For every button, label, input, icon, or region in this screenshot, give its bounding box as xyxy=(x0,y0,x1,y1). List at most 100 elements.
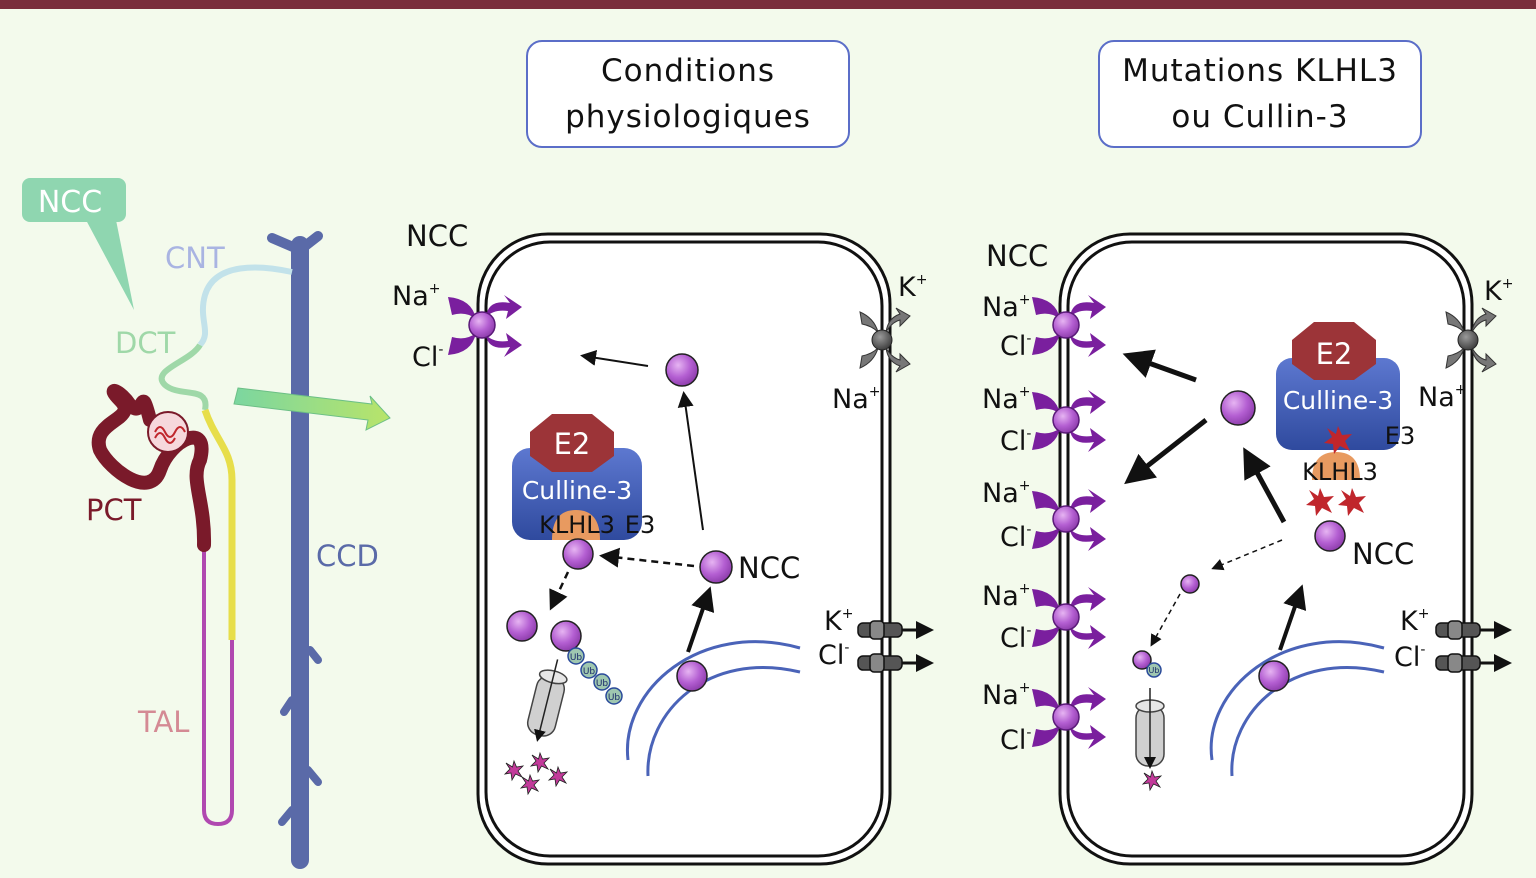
kcc-k-right xyxy=(1436,621,1506,639)
kcc-cl-left xyxy=(858,654,928,672)
klhl3-label-right: KLHL3 xyxy=(1302,458,1378,486)
klhl3-adaptor-right xyxy=(1312,452,1360,480)
ncc-label-right: NCC xyxy=(1352,537,1414,571)
culline3-box-right xyxy=(1276,358,1400,450)
e2-hexagon-left xyxy=(530,414,614,472)
arrow-to-membrane-left xyxy=(580,349,649,367)
ubiquitin-tag-right xyxy=(1146,662,1162,678)
header-left-line1: Conditions xyxy=(600,53,776,89)
ncc-ball-top-right xyxy=(1220,390,1256,426)
arrow-to-degradation-left xyxy=(549,571,570,611)
ion-labels-right: Na+ Cl- Na+ Cl- Na+ Cl- Na+ Cl- Na+ Cl- xyxy=(982,292,1031,756)
ccd-label: CCD xyxy=(316,539,379,573)
svg-text:Na+: Na+ xyxy=(982,680,1030,711)
arrow-golgi-to-ncc-right xyxy=(1278,584,1307,651)
cl-label-left: Cl- xyxy=(412,342,443,373)
header-left-line2: physiologiques xyxy=(565,99,811,135)
e2-label-left: E2 xyxy=(554,427,591,461)
svg-text:Na+: Na+ xyxy=(982,478,1030,509)
culline-label-left: Culline-3 xyxy=(522,476,632,505)
kcc-k-left xyxy=(858,621,928,639)
ncc-ball-tagged-right xyxy=(1132,650,1152,670)
k-label-right: K+ xyxy=(1484,276,1513,307)
svg-text:Na+: Na+ xyxy=(982,292,1030,323)
ncc-ball-ubiquitinated-left xyxy=(550,620,582,652)
kcc-cl-right xyxy=(1436,654,1506,672)
arrow-ncc-to-complex-left xyxy=(599,547,695,568)
glomerulus xyxy=(147,411,189,453)
e3-label-left: E3 xyxy=(625,511,655,539)
dct-label: DCT xyxy=(115,326,176,360)
ncc-ball-top-left xyxy=(665,353,699,387)
k-label-left: K+ xyxy=(898,272,927,303)
ncc-ball-small-right xyxy=(1180,574,1200,594)
k2-label-right: K+ xyxy=(1400,606,1429,637)
header-physiological-conditions: Conditions physiologiques xyxy=(526,40,850,148)
svg-text:Cl-: Cl- xyxy=(1000,623,1031,654)
svg-text:Cl-: Cl- xyxy=(1000,725,1031,756)
header-klhl3-mutations: Mutations KLHL3 ou Cullin-3 xyxy=(1098,40,1422,148)
ncc-callout-pointer xyxy=(86,220,134,310)
k2-label-left: K+ xyxy=(824,606,853,637)
svg-text:Cl-: Cl- xyxy=(1000,426,1031,457)
svg-text:Cl-: Cl- xyxy=(1000,331,1031,362)
ncc-label-left: NCC xyxy=(738,551,800,585)
proteasome-left xyxy=(526,659,568,742)
thick-segment xyxy=(201,408,236,640)
cl2-label-left: Cl- xyxy=(818,640,849,671)
thick-arrow-to-membrane-2-right xyxy=(1124,418,1208,485)
tal-label: TAL xyxy=(137,705,189,739)
pct-label: PCT xyxy=(86,493,142,527)
svg-text:Cl-: Cl- xyxy=(1000,522,1031,553)
cl2-label-right: Cl- xyxy=(1394,642,1425,673)
ncc-title-left: NCC xyxy=(406,219,468,253)
arrow-up-left xyxy=(677,391,704,531)
ccd-branch xyxy=(267,231,323,255)
thick-arrow-up-right xyxy=(1243,447,1287,524)
ncc-ball-main-right xyxy=(1314,520,1346,552)
na-label-left: Na+ xyxy=(392,281,440,312)
ncc-ball-main-left xyxy=(699,550,733,584)
golgi-arc-outer-right xyxy=(1209,640,1385,761)
svg-text:Ub: Ub xyxy=(583,667,596,677)
golgi-arc-outer-left xyxy=(625,640,801,761)
pct-segment xyxy=(91,384,212,552)
golgi-arc-inner-right xyxy=(1230,666,1385,777)
cell-mutation: NCC Na+ Cl- Na+ Cl- Na+ Cl- Na+ Cl- Na+ … xyxy=(982,232,1513,866)
cell-inner-membrane-right xyxy=(1066,240,1466,858)
e2-hexagon-right xyxy=(1292,322,1376,380)
svg-text:Ub: Ub xyxy=(608,693,621,703)
arrow-golgi-to-ncc-left xyxy=(686,586,715,653)
svg-text:Na+: Na+ xyxy=(982,384,1030,415)
ccd-spikes xyxy=(278,646,322,826)
weak-arrow-to-complex-right xyxy=(1211,539,1283,571)
ncc-title-right: NCC xyxy=(986,239,1048,273)
na-out-label-right: Na+ xyxy=(1418,382,1466,413)
ncc-callout-label: NCC xyxy=(38,185,102,220)
svg-text:Ub: Ub xyxy=(570,653,583,663)
klhl3-label-left: KLHL3 xyxy=(539,511,615,539)
svg-text:Na+: Na+ xyxy=(982,581,1030,612)
cell-inner-membrane xyxy=(484,240,884,858)
e2-label-right: E2 xyxy=(1316,337,1353,371)
e3-label-right: E3 xyxy=(1385,422,1415,450)
zoom-arrow xyxy=(233,387,391,431)
tal-segment xyxy=(202,545,234,827)
ncc-ball-golgi-right xyxy=(1258,660,1290,692)
ubiquitin-chain-left: Ub Ub Ub Ub xyxy=(567,647,623,705)
proteasome-right xyxy=(1135,688,1165,769)
cell-outer-membrane xyxy=(476,232,892,866)
ub-label-right: Ub xyxy=(1149,666,1160,675)
culline3-box-left xyxy=(512,448,642,540)
header-right-line1: Mutations KLHL3 xyxy=(1122,53,1398,89)
culline-label-right: Culline-3 xyxy=(1283,386,1393,415)
cnt-segment xyxy=(197,264,293,348)
thick-arrow-to-membrane-1-right xyxy=(1122,349,1197,383)
golgi-arc-inner-left xyxy=(646,666,801,777)
weak-arrow-to-degradation-right xyxy=(1150,593,1181,647)
na-out-label-left: Na+ xyxy=(832,384,880,415)
cell-physiological: NCC Na+ Cl- K+ Na+ K+ Cl- E2 Culline-3 K… xyxy=(392,219,928,866)
cnt-label: CNT xyxy=(165,241,225,275)
ncc-ball-golgi-left xyxy=(676,660,708,692)
